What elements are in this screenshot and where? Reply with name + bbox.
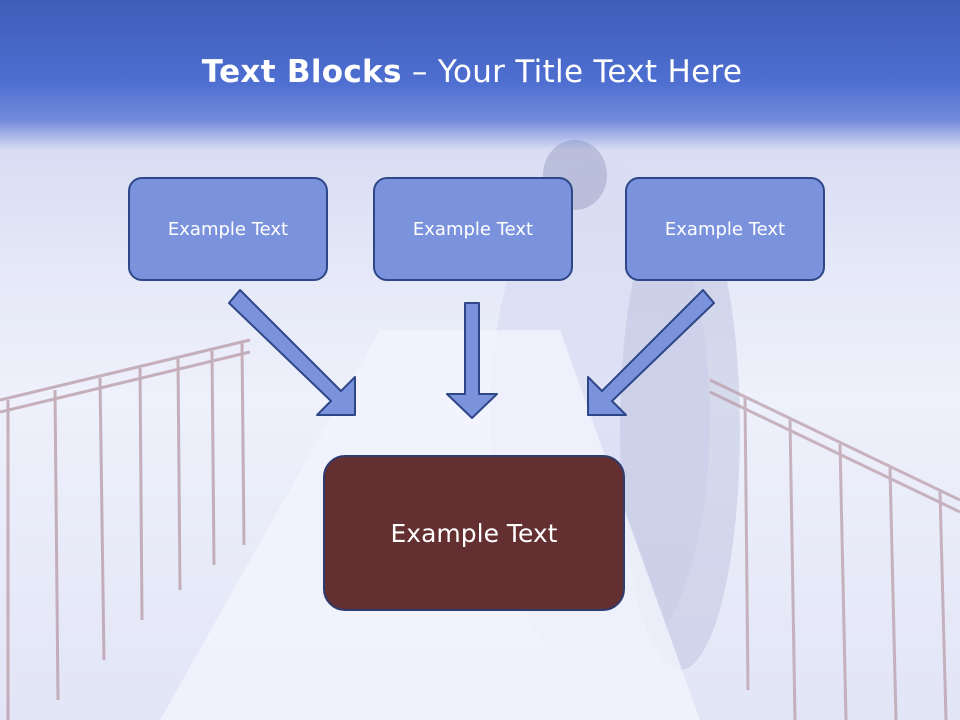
title-separator: – — [401, 54, 438, 90]
target-block[interactable]: Example Text — [323, 455, 625, 611]
text-block-2[interactable]: Example Text — [373, 177, 573, 281]
arrow-left — [228, 289, 356, 416]
title-bold: Text Blocks — [201, 54, 402, 90]
arrow-center — [446, 302, 498, 419]
target-block-label: Example Text — [390, 518, 558, 548]
arrow-right — [587, 289, 715, 416]
title-rest: Your Title Text Here — [437, 54, 743, 90]
title-bar — [0, 0, 960, 150]
text-block-1-label: Example Text — [167, 218, 289, 240]
slide-title: Text Blocks – Your Title Text Here — [0, 54, 944, 90]
text-block-3-label: Example Text — [664, 218, 786, 240]
text-block-3[interactable]: Example Text — [625, 177, 825, 281]
text-block-1[interactable]: Example Text — [128, 177, 328, 281]
text-block-2-label: Example Text — [412, 218, 534, 240]
